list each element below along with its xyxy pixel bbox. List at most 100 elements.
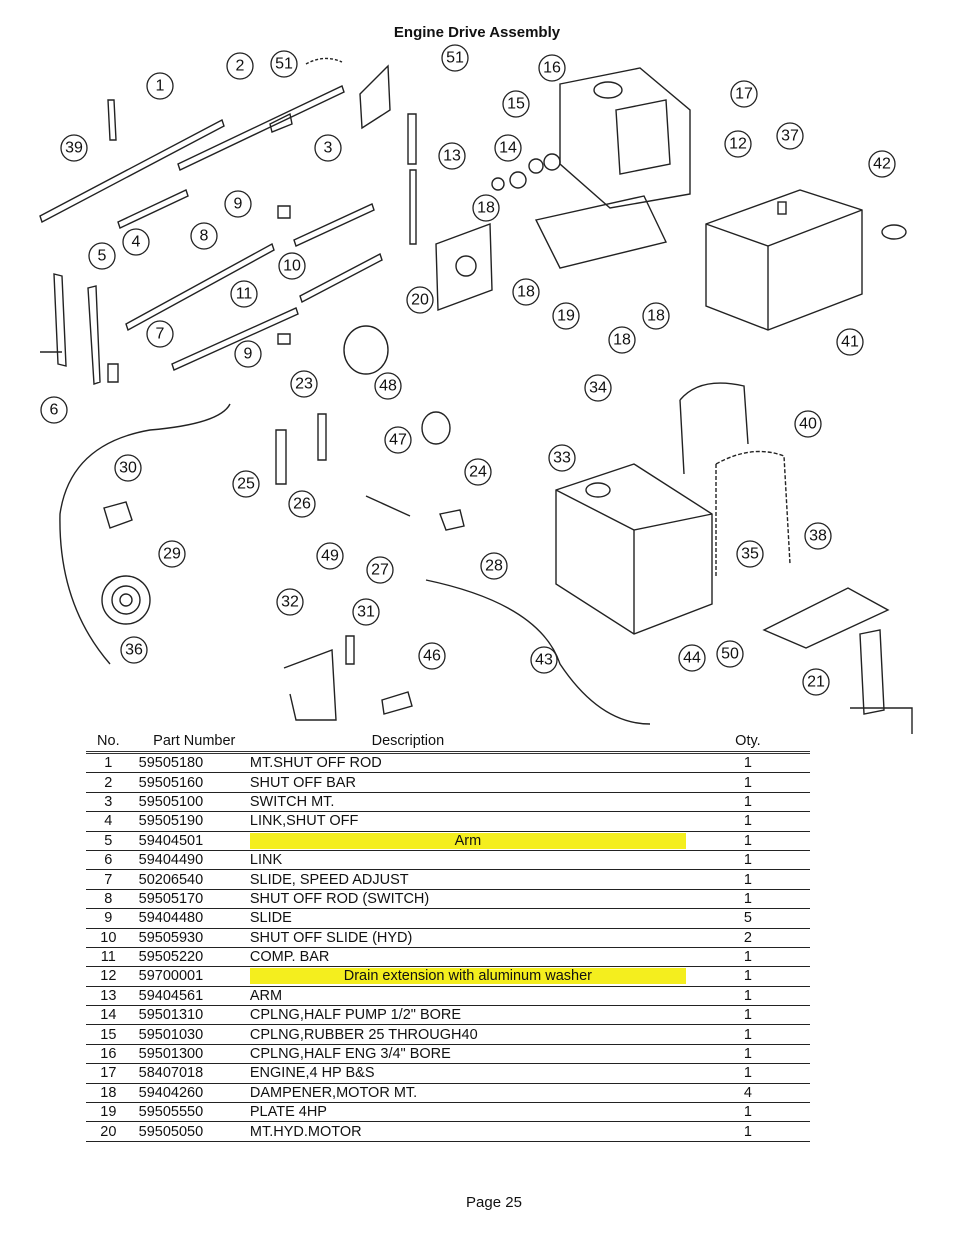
callout-circles: [40, 44, 896, 696]
row-description: CPLNG,RUBBER 25 THROUGH40: [249, 1024, 686, 1045]
row-qty: 2: [685, 928, 810, 948]
row-part-number: 59404480: [130, 908, 250, 929]
description-text: CPLNG,RUBBER 25 THROUGH40: [249, 1026, 478, 1043]
header-description: Description: [249, 731, 686, 754]
row-part-number: 59505220: [130, 947, 250, 968]
row-description: ARM: [249, 986, 686, 1007]
row-part-number: 59505160: [130, 772, 250, 793]
callout-13: 13: [443, 148, 461, 165]
row-qty: 1: [685, 947, 810, 968]
description-text: ENGINE,4 HP B&S: [249, 1065, 375, 1082]
description-text: LINK,SHUT OFF: [249, 813, 359, 830]
row-part-number: 59700001: [130, 966, 250, 987]
row-no: 19: [86, 1102, 131, 1123]
callout-42: 40: [799, 416, 817, 433]
callout-49: 48: [379, 378, 397, 395]
exploded-parts-diagram: 1 2 51 51 39 3 16 15 17 37 12 14 13 42 1…: [39, 44, 913, 734]
description-text: DAMPENER,MOTOR MT.: [249, 1084, 418, 1101]
description-text: MT.SHUT OFF ROD: [249, 755, 382, 772]
row-qty: 1: [685, 772, 810, 793]
part-drawings: [39, 57, 913, 734]
callout-38: 44: [683, 650, 701, 667]
callout-27: 27: [371, 562, 389, 579]
callout-51: 51: [275, 56, 293, 73]
callout-9: 9: [234, 196, 243, 213]
description-text: PLATE 4HP: [249, 1104, 327, 1121]
row-qty: 1: [685, 792, 810, 813]
callout-37: 35: [741, 546, 759, 563]
row-qty: 1: [685, 1102, 810, 1123]
row-no: 18: [86, 1083, 131, 1104]
description-text: CPLNG,HALF PUMP 1/2" BORE: [249, 1007, 462, 1024]
row-qty: 1: [685, 1005, 810, 1026]
row-no: 20: [86, 1121, 131, 1142]
row-description: DAMPENER,MOTOR MT.: [249, 1083, 686, 1104]
callout-24: 24: [469, 464, 487, 481]
page-number: Page 25: [466, 1194, 522, 1211]
description-text: ARM: [249, 987, 283, 1004]
callout-28: 28: [485, 558, 503, 575]
callout-34: 43: [535, 652, 553, 669]
description-text: CPLNG,HALF ENG 3/4" BORE: [249, 1046, 451, 1063]
row-no: 6: [86, 850, 131, 871]
description-text: SLIDE, SPEED ADJUST: [249, 871, 409, 888]
row-part-number: 59404561: [130, 986, 250, 1007]
callout-31: 29: [163, 546, 181, 563]
header-no: No.: [86, 731, 131, 754]
callout-5: 5: [98, 248, 107, 265]
row-description: CPLNG,HALF PUMP 1/2" BORE: [249, 1005, 686, 1026]
row-qty: 1: [685, 986, 810, 1007]
callout-8: 8: [200, 228, 209, 245]
row-qty: 1: [685, 889, 810, 910]
callout-11: 11: [236, 286, 253, 303]
row-part-number: 59501030: [130, 1024, 250, 1045]
callout-9-b: 9: [244, 346, 253, 363]
callout-16: 16: [543, 60, 561, 77]
callout-36: 34: [589, 380, 607, 397]
row-description: LINK,SHUT OFF: [249, 811, 686, 832]
callout-1: 1: [156, 78, 165, 95]
row-part-number: 59505930: [130, 928, 250, 948]
callout-15: 15: [507, 96, 525, 113]
description-text: Arm: [249, 832, 686, 849]
row-no: 9: [86, 908, 131, 929]
callout-7: 7: [156, 326, 165, 343]
callout-32: 30: [119, 460, 137, 477]
row-no: 15: [86, 1024, 131, 1045]
callout-46: 39: [65, 140, 83, 157]
row-description: SWITCH MT.: [249, 792, 686, 813]
callout-3: 3: [324, 140, 333, 157]
row-no: 4: [86, 811, 131, 832]
description-text: COMP. BAR: [249, 949, 330, 966]
row-qty: 1: [685, 1044, 810, 1065]
callout-18-b: 18: [517, 284, 535, 301]
row-no: 1: [86, 752, 131, 774]
row-qty: 1: [685, 869, 810, 890]
row-no: 17: [86, 1063, 131, 1084]
callout-12: 12: [729, 136, 747, 153]
row-qty: 1: [685, 1121, 810, 1142]
row-part-number: 59404260: [130, 1083, 250, 1104]
row-description: SLIDE: [249, 908, 686, 929]
callout-18-d: 18: [613, 332, 631, 349]
page-title: Engine Drive Assembly: [393, 24, 561, 41]
row-qty: 1: [685, 966, 810, 987]
row-description: MT.HYD.MOTOR: [249, 1121, 686, 1142]
row-qty: 1: [685, 850, 810, 871]
row-description: ENGINE,4 HP B&S: [249, 1063, 686, 1084]
row-part-number: 58407018: [130, 1063, 250, 1084]
